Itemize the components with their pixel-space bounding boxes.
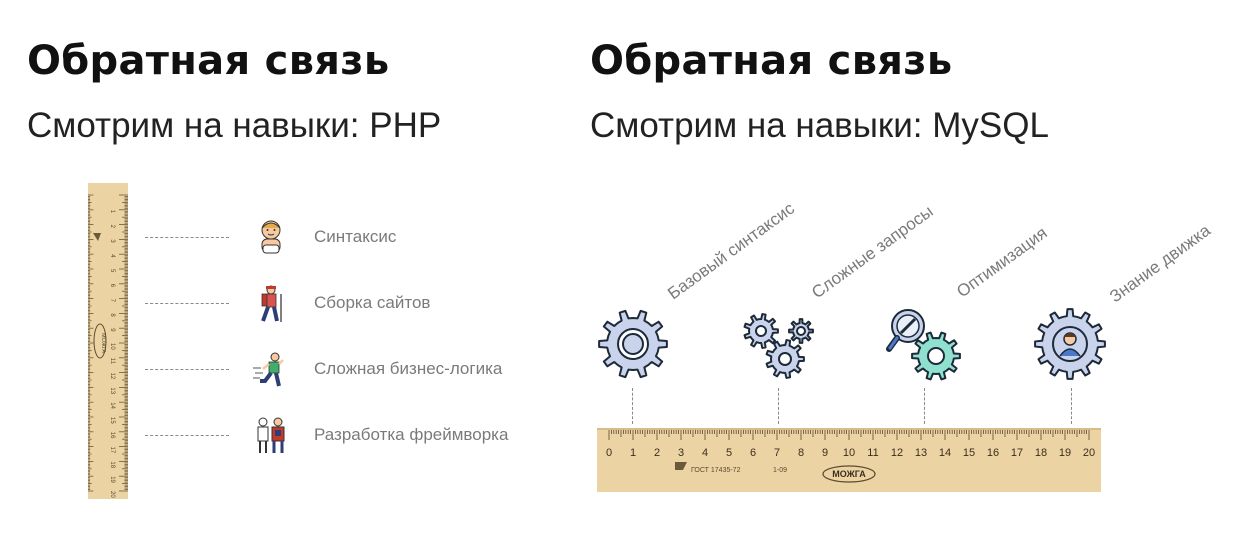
vruler-number: 3 [109, 239, 115, 243]
hruler-number: 6 [750, 447, 756, 459]
right-title: Обратная связь [590, 38, 953, 84]
dashed-connector [145, 369, 229, 370]
hruler-number: 17 [1011, 447, 1023, 459]
superhero-icon [257, 417, 285, 453]
skill-row-framework: Разработка фреймворка [145, 416, 555, 456]
skill-label: Сборка сайтов [314, 293, 431, 312]
left-subtitle: Смотрим на навыки: PHP [27, 106, 442, 145]
hruler-number: 16 [987, 447, 999, 459]
vruler-number: 7 [109, 299, 115, 303]
hruler-number: 11 [867, 447, 878, 459]
vruler-number: 15 [109, 417, 115, 424]
hruler-number: 10 [843, 447, 855, 459]
ruler-gost-text: ГОСТ 17435-72 [691, 467, 741, 474]
hruler-number: 2 [654, 447, 660, 459]
gears-icon [743, 313, 814, 379]
hruler-number: 18 [1035, 447, 1047, 459]
hruler-number: 19 [1059, 447, 1071, 459]
skill-label: Разработка фреймворка [314, 425, 509, 444]
ruler-code-text: 1-09 [773, 467, 787, 474]
dashed-connector [145, 435, 229, 436]
milestone-label-basic-syntax: Базовый синтаксис [664, 198, 798, 304]
ruler-logo-icon [93, 233, 101, 241]
person-gear-icon [1034, 308, 1106, 380]
vruler-number: 18 [109, 461, 115, 468]
milestone-connector [632, 388, 633, 424]
ruler-brand-text: МОЖГА [832, 469, 866, 479]
hruler-number: 15 [963, 447, 975, 459]
milestone-label-engine-knowledge: Знание движка [1106, 220, 1214, 307]
hruler-number: 14 [939, 447, 951, 459]
vruler-number: 5 [109, 269, 115, 273]
vruler-number: 17 [109, 447, 115, 454]
hruler-number: 5 [726, 447, 732, 459]
vruler-number: 19 [109, 476, 115, 483]
hruler-number: 7 [774, 447, 780, 459]
milestone-label-optimization: Оптимизация [953, 223, 1051, 302]
vruler-number: 2 [109, 225, 115, 229]
vruler-number: 12 [109, 373, 115, 380]
ruler-brand-stamp [822, 465, 876, 483]
vruler-number: 13 [109, 387, 115, 394]
left-title: Обратная связь [27, 38, 390, 84]
vruler-number: 14 [109, 402, 115, 409]
right-panel: Обратная связь Смотрим на навыки: MySQL … [560, 0, 1253, 540]
dashed-connector [145, 303, 229, 304]
vruler-number: 16 [109, 432, 115, 439]
hruler-number: 12 [891, 447, 903, 459]
baby-icon [261, 220, 281, 254]
hruler-number: 4 [702, 447, 708, 459]
vruler-number: 10 [109, 343, 115, 350]
skill-row-syntax: Синтаксис [145, 218, 555, 258]
vruler-number: 11 [109, 358, 115, 365]
vruler-number: 9 [109, 328, 115, 332]
vruler-number: 1 [109, 210, 115, 214]
milestone-connector [1071, 388, 1072, 424]
vruler-number: 20 [109, 491, 115, 498]
ruler-logo-icon [675, 462, 687, 470]
hruler-number: 13 [915, 447, 927, 459]
hruler-number: 1 [630, 447, 636, 459]
skill-label: Сложная бизнес-логика [314, 359, 503, 378]
hruler-number: 9 [822, 447, 828, 459]
runner-icon [253, 352, 284, 387]
hruler-number: 8 [798, 447, 804, 459]
vruler-number: 8 [109, 313, 115, 317]
hruler-number: 20 [1083, 447, 1095, 459]
magnifier-gear-icon [886, 309, 961, 381]
skill-label: Синтаксис [314, 227, 397, 246]
vruler-number: 6 [109, 284, 115, 288]
hiker-icon [261, 285, 282, 322]
skill-row-business-logic: Сложная бизнес-логика [145, 350, 555, 390]
milestone-label-complex-queries: Сложные запросы [808, 201, 937, 303]
ruler-brand-stamp [93, 323, 107, 359]
milestone-connector [778, 388, 779, 424]
dashed-connector [145, 237, 229, 238]
hruler-number: 3 [678, 447, 684, 459]
vruler-number: 4 [109, 254, 115, 258]
right-subtitle: Смотрим на навыки: MySQL [590, 106, 1049, 145]
milestone-connector [924, 388, 925, 424]
hruler-number: 0 [606, 447, 612, 459]
vruler-brand: МОЖГА [100, 333, 106, 353]
gear-icon [598, 309, 668, 379]
skill-row-sites: Сборка сайтов [145, 284, 555, 324]
